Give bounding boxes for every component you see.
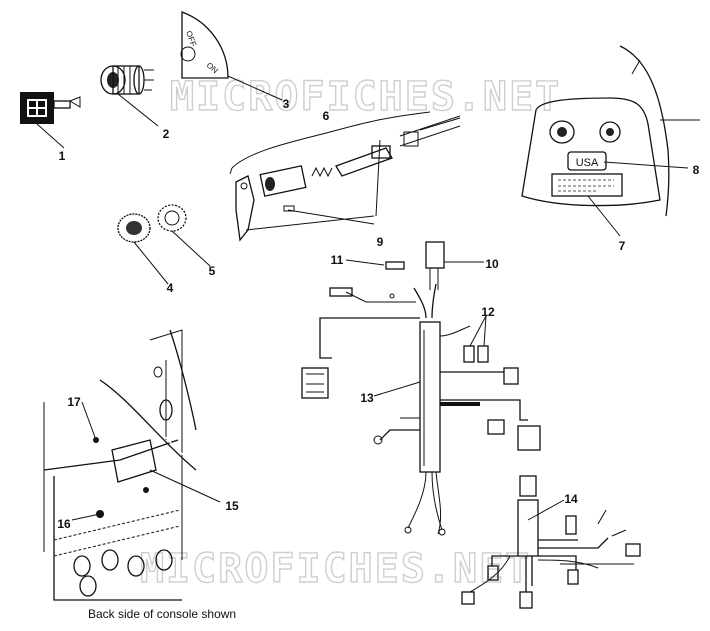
sub-harness-part-14 [461,475,641,609]
leader-lines [36,75,689,521]
washer-part-5 [157,204,187,232]
callout-5: 5 [209,264,216,278]
main-harness-part-13 [301,241,541,536]
callout-8: 8 [693,163,700,177]
callout-7: 7 [619,239,626,253]
callout-17: 17 [67,395,81,409]
watermark-top: MICROFICHES.NET [170,74,561,120]
watermark-bottom: MICROFICHES.NET [140,546,531,592]
callout-9: 9 [377,235,384,249]
callout-1: 1 [59,149,66,163]
caption: Back side of console shown [88,607,236,621]
warning-decal [551,173,623,197]
callout-15: 15 [225,499,239,513]
callout-11: 11 [331,253,344,267]
callout-3: 3 [283,97,290,111]
key-part-1 [20,92,81,124]
callout-4: 4 [167,281,174,295]
nut-part-4 [117,213,151,243]
switch-off-label: OFF [184,30,198,48]
callout-12: 12 [481,305,495,319]
fuse-part-11 [385,261,405,270]
callout-14: 14 [564,492,578,506]
usa-decal [567,151,607,171]
console-back-view [43,329,201,601]
console-panel: USA [521,45,700,217]
callout-2: 2 [163,127,170,141]
usa-decal-text: USA [576,157,599,169]
assembly-bracket-6 [231,111,431,169]
callout-16: 16 [57,517,71,531]
switch-assembly-part-6 [235,115,461,242]
callout-13: 13 [360,391,374,405]
ignition-switch-part-2 [100,65,154,95]
callout-6: 6 [323,109,330,123]
callout-10: 10 [485,257,499,271]
switch-plate-part-3: OFF ON [180,11,229,79]
